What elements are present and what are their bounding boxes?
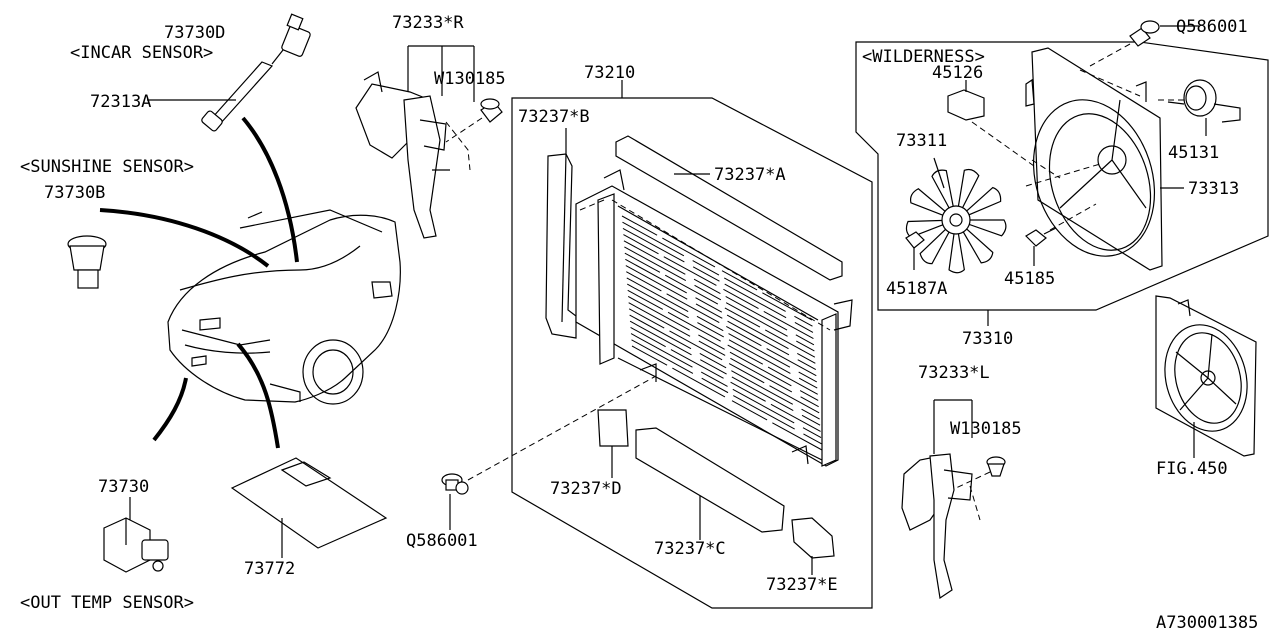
seal-e-part [791, 517, 835, 559]
label-clip-upper: W130185 [434, 69, 506, 89]
label-wilderness: <WILDERNESS> [862, 47, 985, 67]
incar-sensor-part [281, 13, 311, 57]
label-bolt-fan: 45185 [1004, 269, 1055, 289]
label-seal-l: 73233*L [918, 363, 990, 383]
leader-pad-to-car [236, 342, 280, 449]
bolt-upper-part [1129, 20, 1160, 47]
resistor-part [947, 89, 985, 121]
dash-bolt-lower [467, 375, 657, 481]
label-incar-sensor: <INCAR SENSOR> [70, 43, 213, 63]
label-pad: 73772 [244, 559, 295, 579]
label-out-temp-sensor: <OUT TEMP SENSOR> [20, 593, 194, 613]
pad-part [230, 457, 388, 549]
seal-r-part [355, 71, 471, 239]
clip-lower-part [986, 456, 1006, 477]
nut-fan-part [905, 231, 925, 249]
label-radiator-assy: 73210 [584, 63, 635, 83]
label-clip-lower: W130185 [950, 419, 1022, 439]
seal-l-part [901, 453, 981, 600]
leader-fan [933, 157, 945, 189]
label-seal-c: 73237*C [654, 539, 726, 559]
label-fan-assy: 73310 [962, 329, 1013, 349]
sensor-rod-part [201, 49, 284, 132]
wilderness-box [855, 41, 1269, 311]
seal-d-part [597, 409, 629, 447]
bolt-fan-part [1025, 227, 1057, 247]
label-seal-e: 73237*E [766, 575, 838, 595]
clip-upper-part [480, 98, 503, 123]
label-sunshine-sensor: <SUNSHINE SENSOR> [20, 157, 194, 177]
dash-clip-upper [445, 117, 483, 143]
radiator-group-box [511, 97, 873, 609]
label-bolt-lower: Q586001 [406, 531, 478, 551]
label-sunshine-sensor-pn: 73730B [44, 183, 105, 203]
bolt-lower-part [441, 473, 469, 495]
label-diagram-id: A730001385 [1156, 613, 1258, 633]
label-seal-a: 73237*A [714, 165, 786, 185]
sunshine-sensor-part [67, 235, 107, 289]
shroud-part [1025, 47, 1163, 271]
label-seal-b: 73237*B [518, 107, 590, 127]
label-nut-fan: 45187A [886, 279, 947, 299]
leader-sunshine-to-car [99, 208, 270, 268]
vehicle-outline [167, 209, 401, 405]
leader-outtemp-to-car [152, 377, 188, 442]
seal-a-part [615, 135, 843, 281]
label-seal-r: 73233*R [392, 13, 464, 33]
fan-part [905, 168, 1007, 274]
label-out-temp-sensor-pn: 73730 [98, 477, 149, 497]
label-incar-sensor-pn: 73730D [164, 23, 225, 43]
radiator-fins [621, 215, 823, 451]
label-shroud: 73313 [1188, 179, 1239, 199]
label-fan: 73311 [896, 131, 947, 151]
label-resistor: 45126 [932, 63, 983, 83]
label-motor: 45131 [1168, 143, 1219, 163]
label-bolt-upper: Q586001 [1176, 17, 1248, 37]
motor-part [1167, 79, 1241, 123]
label-seal-d: 73237*D [550, 479, 622, 499]
label-sensor-rod: 72313A [90, 92, 151, 112]
leader-incar-to-car [241, 116, 299, 263]
seal-c-part [635, 427, 785, 533]
label-fig-ref[interactable]: FIG.450 [1156, 459, 1228, 479]
fig-450-fan-assy [1155, 295, 1257, 457]
out-temp-sensor-part [103, 517, 169, 573]
seal-b-part [545, 153, 577, 339]
